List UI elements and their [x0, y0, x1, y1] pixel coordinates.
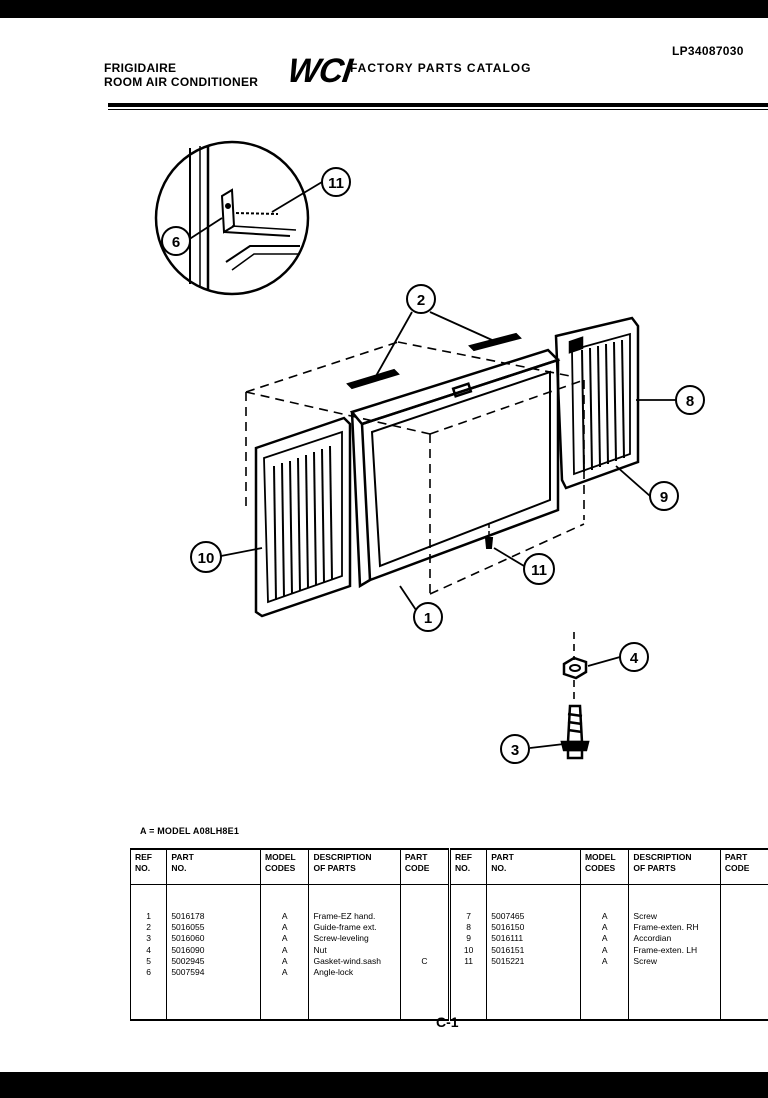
svg-text:4: 4 — [630, 650, 639, 667]
exploded-parts-diagram: 11 6 2 8 9 10 11 1 4 3 — [154, 140, 705, 764]
callout-6: 6 — [161, 226, 191, 256]
callout-2: 2 — [406, 284, 436, 314]
model-note: A = MODEL A08LH8E1 — [140, 826, 240, 836]
callout-3: 3 — [500, 734, 530, 764]
brand-block: FRIGIDAIRE ROOM AIR CONDITIONER — [104, 61, 258, 89]
document-number: LP34087030 — [672, 44, 744, 58]
header-rule — [108, 103, 768, 107]
top-scan-border — [0, 0, 768, 18]
brand-name: FRIGIDAIRE — [104, 61, 177, 75]
svg-text:1: 1 — [424, 610, 432, 627]
svg-text:11: 11 — [328, 175, 344, 192]
callout-7: 11 — [321, 167, 351, 197]
product-line: ROOM AIR CONDITIONER — [104, 75, 259, 89]
callout-9: 9 — [649, 481, 679, 511]
callout-11: 11 — [523, 553, 555, 585]
svg-text:2: 2 — [417, 292, 425, 309]
left-extension-frame — [254, 416, 352, 618]
header-rule-thin — [108, 109, 768, 110]
svg-text:9: 9 — [660, 489, 668, 506]
svg-text:3: 3 — [511, 742, 519, 759]
guide-frame-strips — [346, 332, 522, 390]
detail-inset — [154, 140, 310, 296]
catalog-title: FACTORY PARTS CATALOG — [350, 61, 532, 75]
svg-text:10: 10 — [198, 550, 215, 567]
svg-text:6: 6 — [172, 234, 180, 251]
right-code-column — [719, 884, 768, 1020]
leveling-screw-part — [560, 704, 590, 760]
wci-logo: WCI — [285, 52, 354, 90]
screw-11-part — [484, 524, 494, 549]
svg-text:8: 8 — [686, 393, 694, 410]
svg-text:11: 11 — [531, 562, 547, 579]
leader-lines — [187, 181, 676, 749]
bottom-scan-border — [0, 1072, 768, 1098]
page-number: C-1 — [436, 1014, 459, 1030]
accordion-slats — [581, 339, 625, 473]
callout-4: 4 — [619, 642, 649, 672]
left-code-column: C — [399, 884, 450, 1020]
right-extension-frame — [554, 316, 640, 490]
nut-part — [562, 632, 588, 702]
callout-1: 1 — [413, 602, 443, 632]
left-desc-column: Frame-EZ hand.Guide-frame ext.Screw-leve… — [308, 884, 401, 1020]
callout-8: 8 — [675, 385, 705, 415]
callout-10: 10 — [190, 541, 222, 573]
